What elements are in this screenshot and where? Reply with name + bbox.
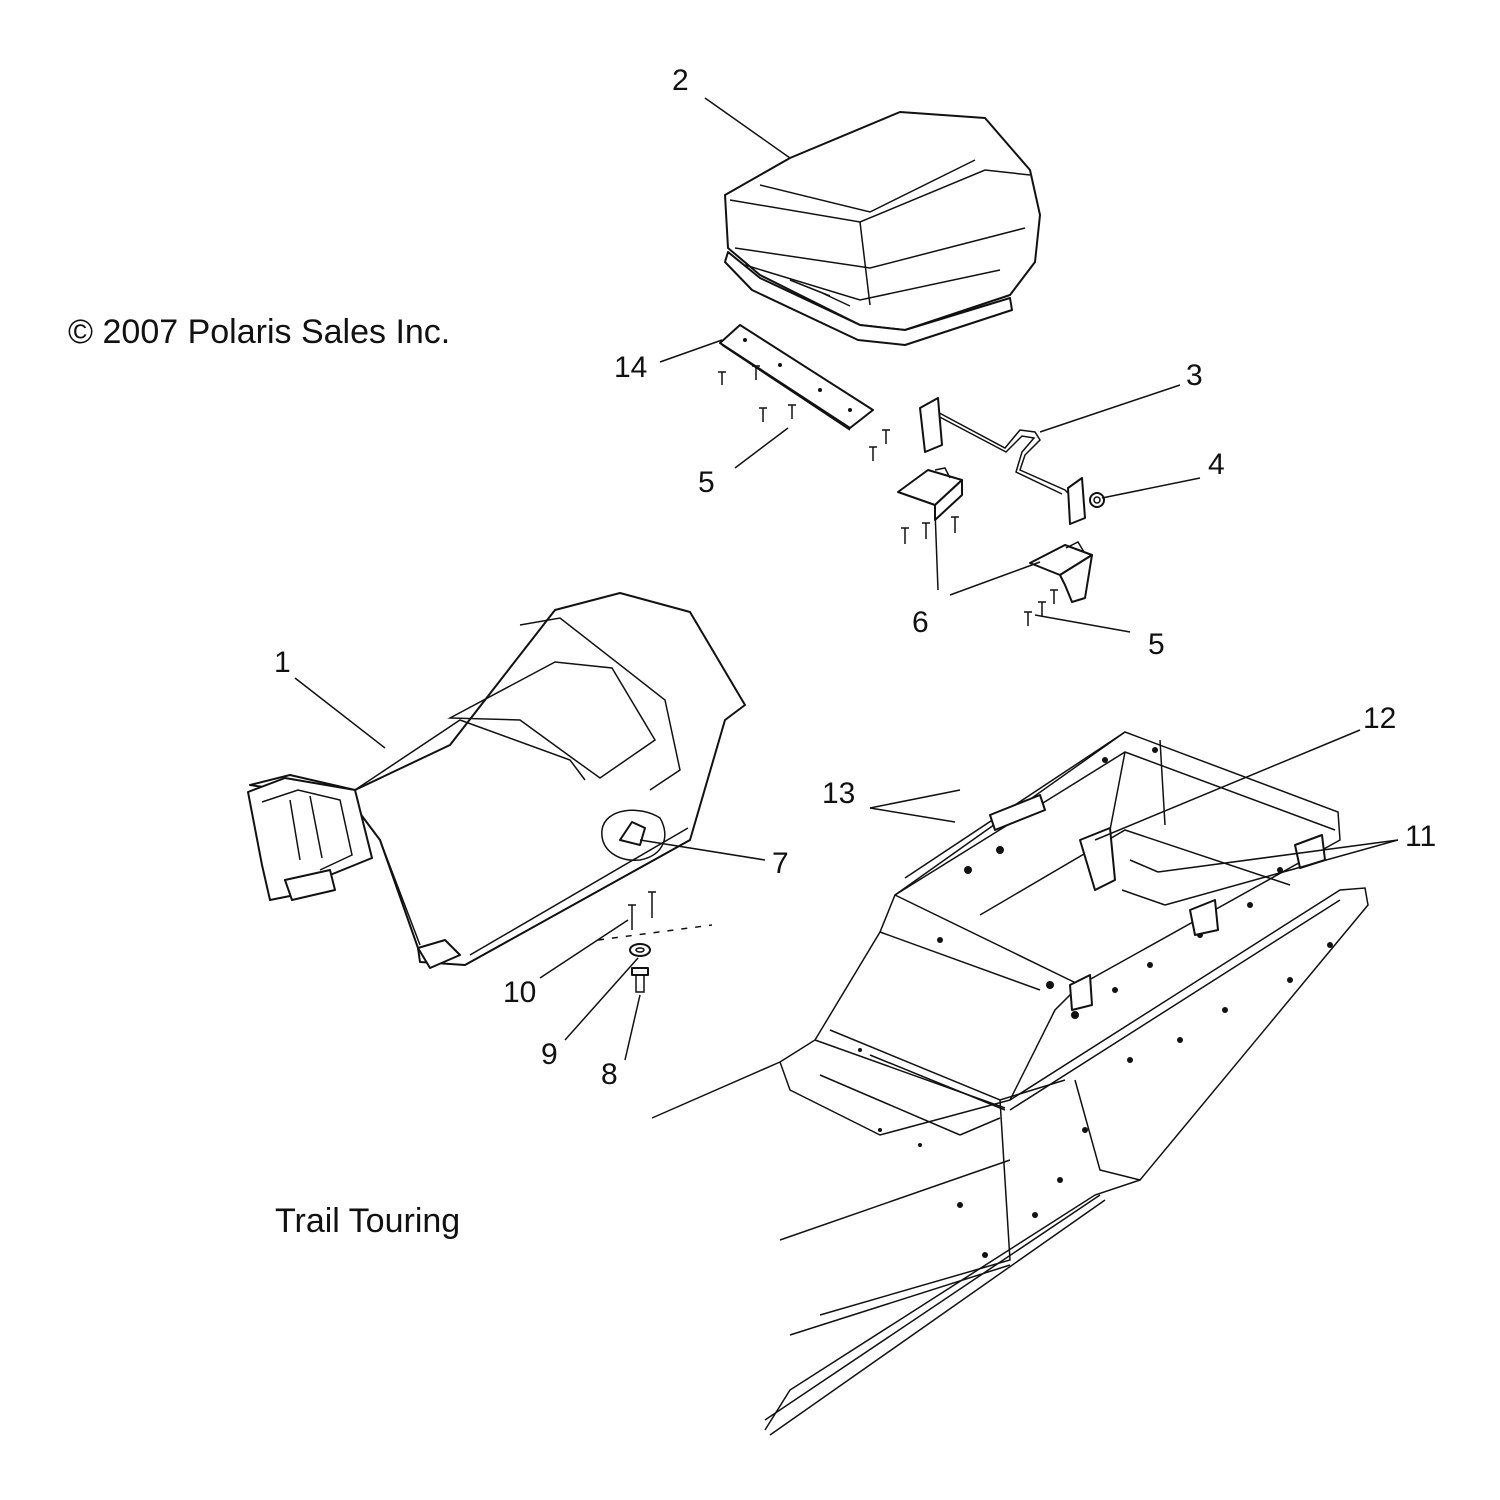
part-bracket-upper bbox=[897, 467, 963, 521]
part-screws-bracket bbox=[901, 516, 959, 544]
part-screws-lower bbox=[1024, 589, 1058, 626]
callout-9: 9 bbox=[541, 1038, 558, 1071]
callout-10: 10 bbox=[503, 976, 536, 1009]
callout-1: 1 bbox=[274, 646, 291, 679]
part-hinge-pins bbox=[1121, 859, 1166, 906]
part-screws-upper bbox=[718, 365, 890, 461]
part-pins bbox=[628, 891, 656, 930]
part-mounting-plate bbox=[719, 324, 874, 431]
part-latch-knob bbox=[1089, 492, 1105, 508]
part-bolt bbox=[631, 967, 649, 993]
part-frame-tunnel bbox=[651, 731, 1369, 1436]
callout-2: 2 bbox=[672, 64, 689, 97]
callout-13: 13 bbox=[822, 777, 855, 810]
leader-lines bbox=[294, 97, 1399, 1061]
callout-7: 7 bbox=[772, 847, 789, 880]
part-main-seat bbox=[247, 592, 746, 969]
callout-6: 6 bbox=[912, 606, 929, 639]
callout-14: 14 bbox=[614, 351, 647, 384]
callout-5-upper: 5 bbox=[698, 466, 715, 499]
copyright-caption: © 2007 Polaris Sales Inc. bbox=[68, 313, 451, 351]
callout-labels: 1 2 3 4 5 5 6 7 8 9 10 11 12 13 14 bbox=[274, 64, 1436, 1091]
callout-11: 11 bbox=[1405, 820, 1436, 853]
callout-3: 3 bbox=[1186, 359, 1203, 392]
dashed-axis-line bbox=[597, 924, 713, 941]
part-bracket-lower bbox=[1029, 541, 1093, 603]
part-washer bbox=[629, 943, 651, 957]
callout-8: 8 bbox=[601, 1058, 618, 1091]
model-caption: Trail Touring bbox=[275, 1202, 461, 1240]
part-backrest-cushion bbox=[724, 111, 1041, 346]
callout-5-lower: 5 bbox=[1148, 628, 1165, 661]
callout-4: 4 bbox=[1208, 448, 1225, 481]
callout-12: 12 bbox=[1363, 702, 1396, 735]
part-latch-rod bbox=[919, 397, 1086, 525]
